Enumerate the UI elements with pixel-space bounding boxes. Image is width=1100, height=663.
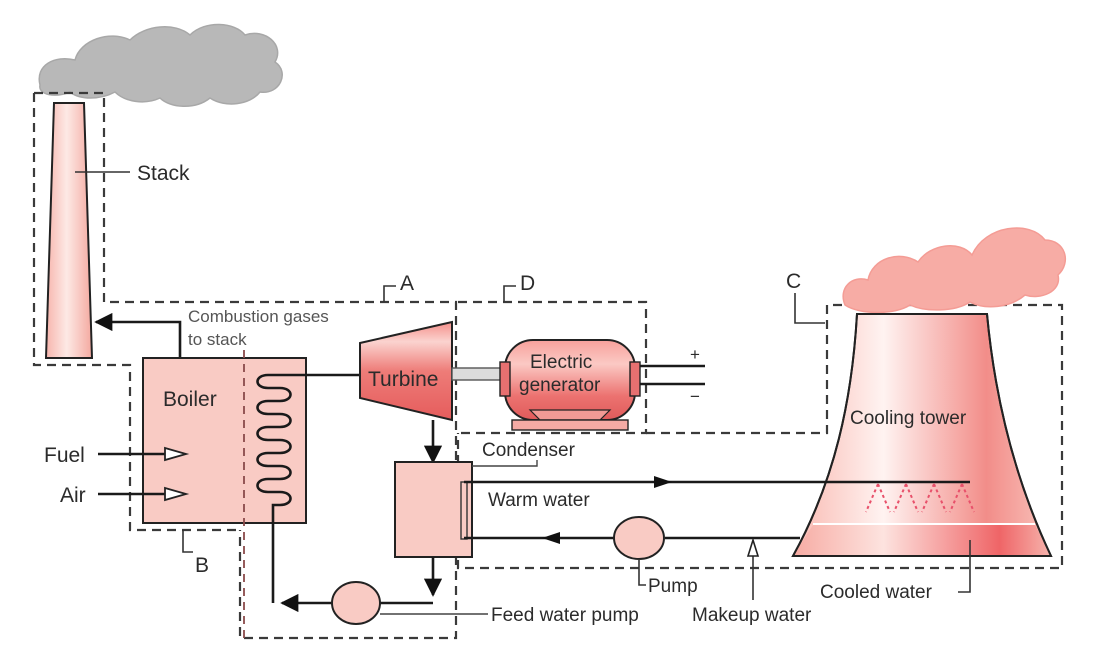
cooling-tower (791, 313, 1053, 557)
boiler-label: Boiler (163, 388, 217, 411)
subsystem-a-label: A (400, 272, 414, 295)
fuel-arrow-icon (164, 446, 190, 462)
combustion-label-line1: Combustion gases (188, 307, 329, 326)
boiler-coil (256, 373, 372, 603)
boundary-b (32, 93, 240, 532)
feed-water-pump (331, 581, 381, 625)
subsystem-c-label: C (786, 270, 801, 293)
air-label: Air (60, 484, 86, 507)
fuel-label: Fuel (44, 444, 85, 467)
air-arrow-icon (164, 486, 190, 502)
spray-nozzles (865, 483, 975, 513)
cooled-water-leader (958, 540, 971, 593)
subsystem-d-label: D (520, 272, 535, 295)
boundary-a (34, 91, 458, 640)
condenser-leader (472, 460, 538, 467)
warm-water-label: Warm water (488, 490, 590, 511)
positive-terminal-label: + (690, 345, 700, 364)
negative-terminal-label: − (690, 387, 700, 406)
warm-water-arrow-icon (654, 476, 672, 488)
boundary-c (456, 303, 1064, 570)
boundary-d (458, 300, 648, 435)
condenser-label: Condenser (482, 440, 576, 461)
stack (44, 102, 94, 359)
generator-label-line2: generator (519, 375, 601, 396)
subsystem-d-bracket (503, 285, 516, 302)
generator-label-line1: Electric (530, 352, 592, 373)
cooled-water-label: Cooled water (820, 582, 933, 603)
turbine-label: Turbine (368, 368, 438, 391)
subsystem-b-bracket (182, 530, 193, 553)
pump-leader (638, 559, 646, 586)
feed-water-pump-label: Feed water pump (491, 605, 639, 626)
cooling-tower-label: Cooling tower (850, 408, 967, 429)
pump (613, 516, 665, 560)
makeup-water-arrow-icon (746, 537, 760, 557)
subsystem-b-label: B (195, 554, 209, 577)
combustion-gas-pipe (94, 312, 182, 358)
smoke-cloud (38, 23, 283, 107)
combustion-label-line2: to stack (188, 330, 247, 349)
makeup-water-label: Makeup water (692, 605, 812, 626)
return-arrow-icon (542, 532, 560, 544)
steam-cloud (842, 227, 1067, 314)
subsystem-c-bracket (794, 293, 825, 324)
turbine (359, 320, 453, 422)
subsystem-a-bracket (383, 285, 396, 302)
stack-label: Stack (137, 162, 190, 185)
pump-label: Pump (648, 576, 698, 597)
electric-generator (499, 339, 641, 431)
turbine-shaft (451, 367, 505, 381)
condenser (394, 461, 473, 558)
